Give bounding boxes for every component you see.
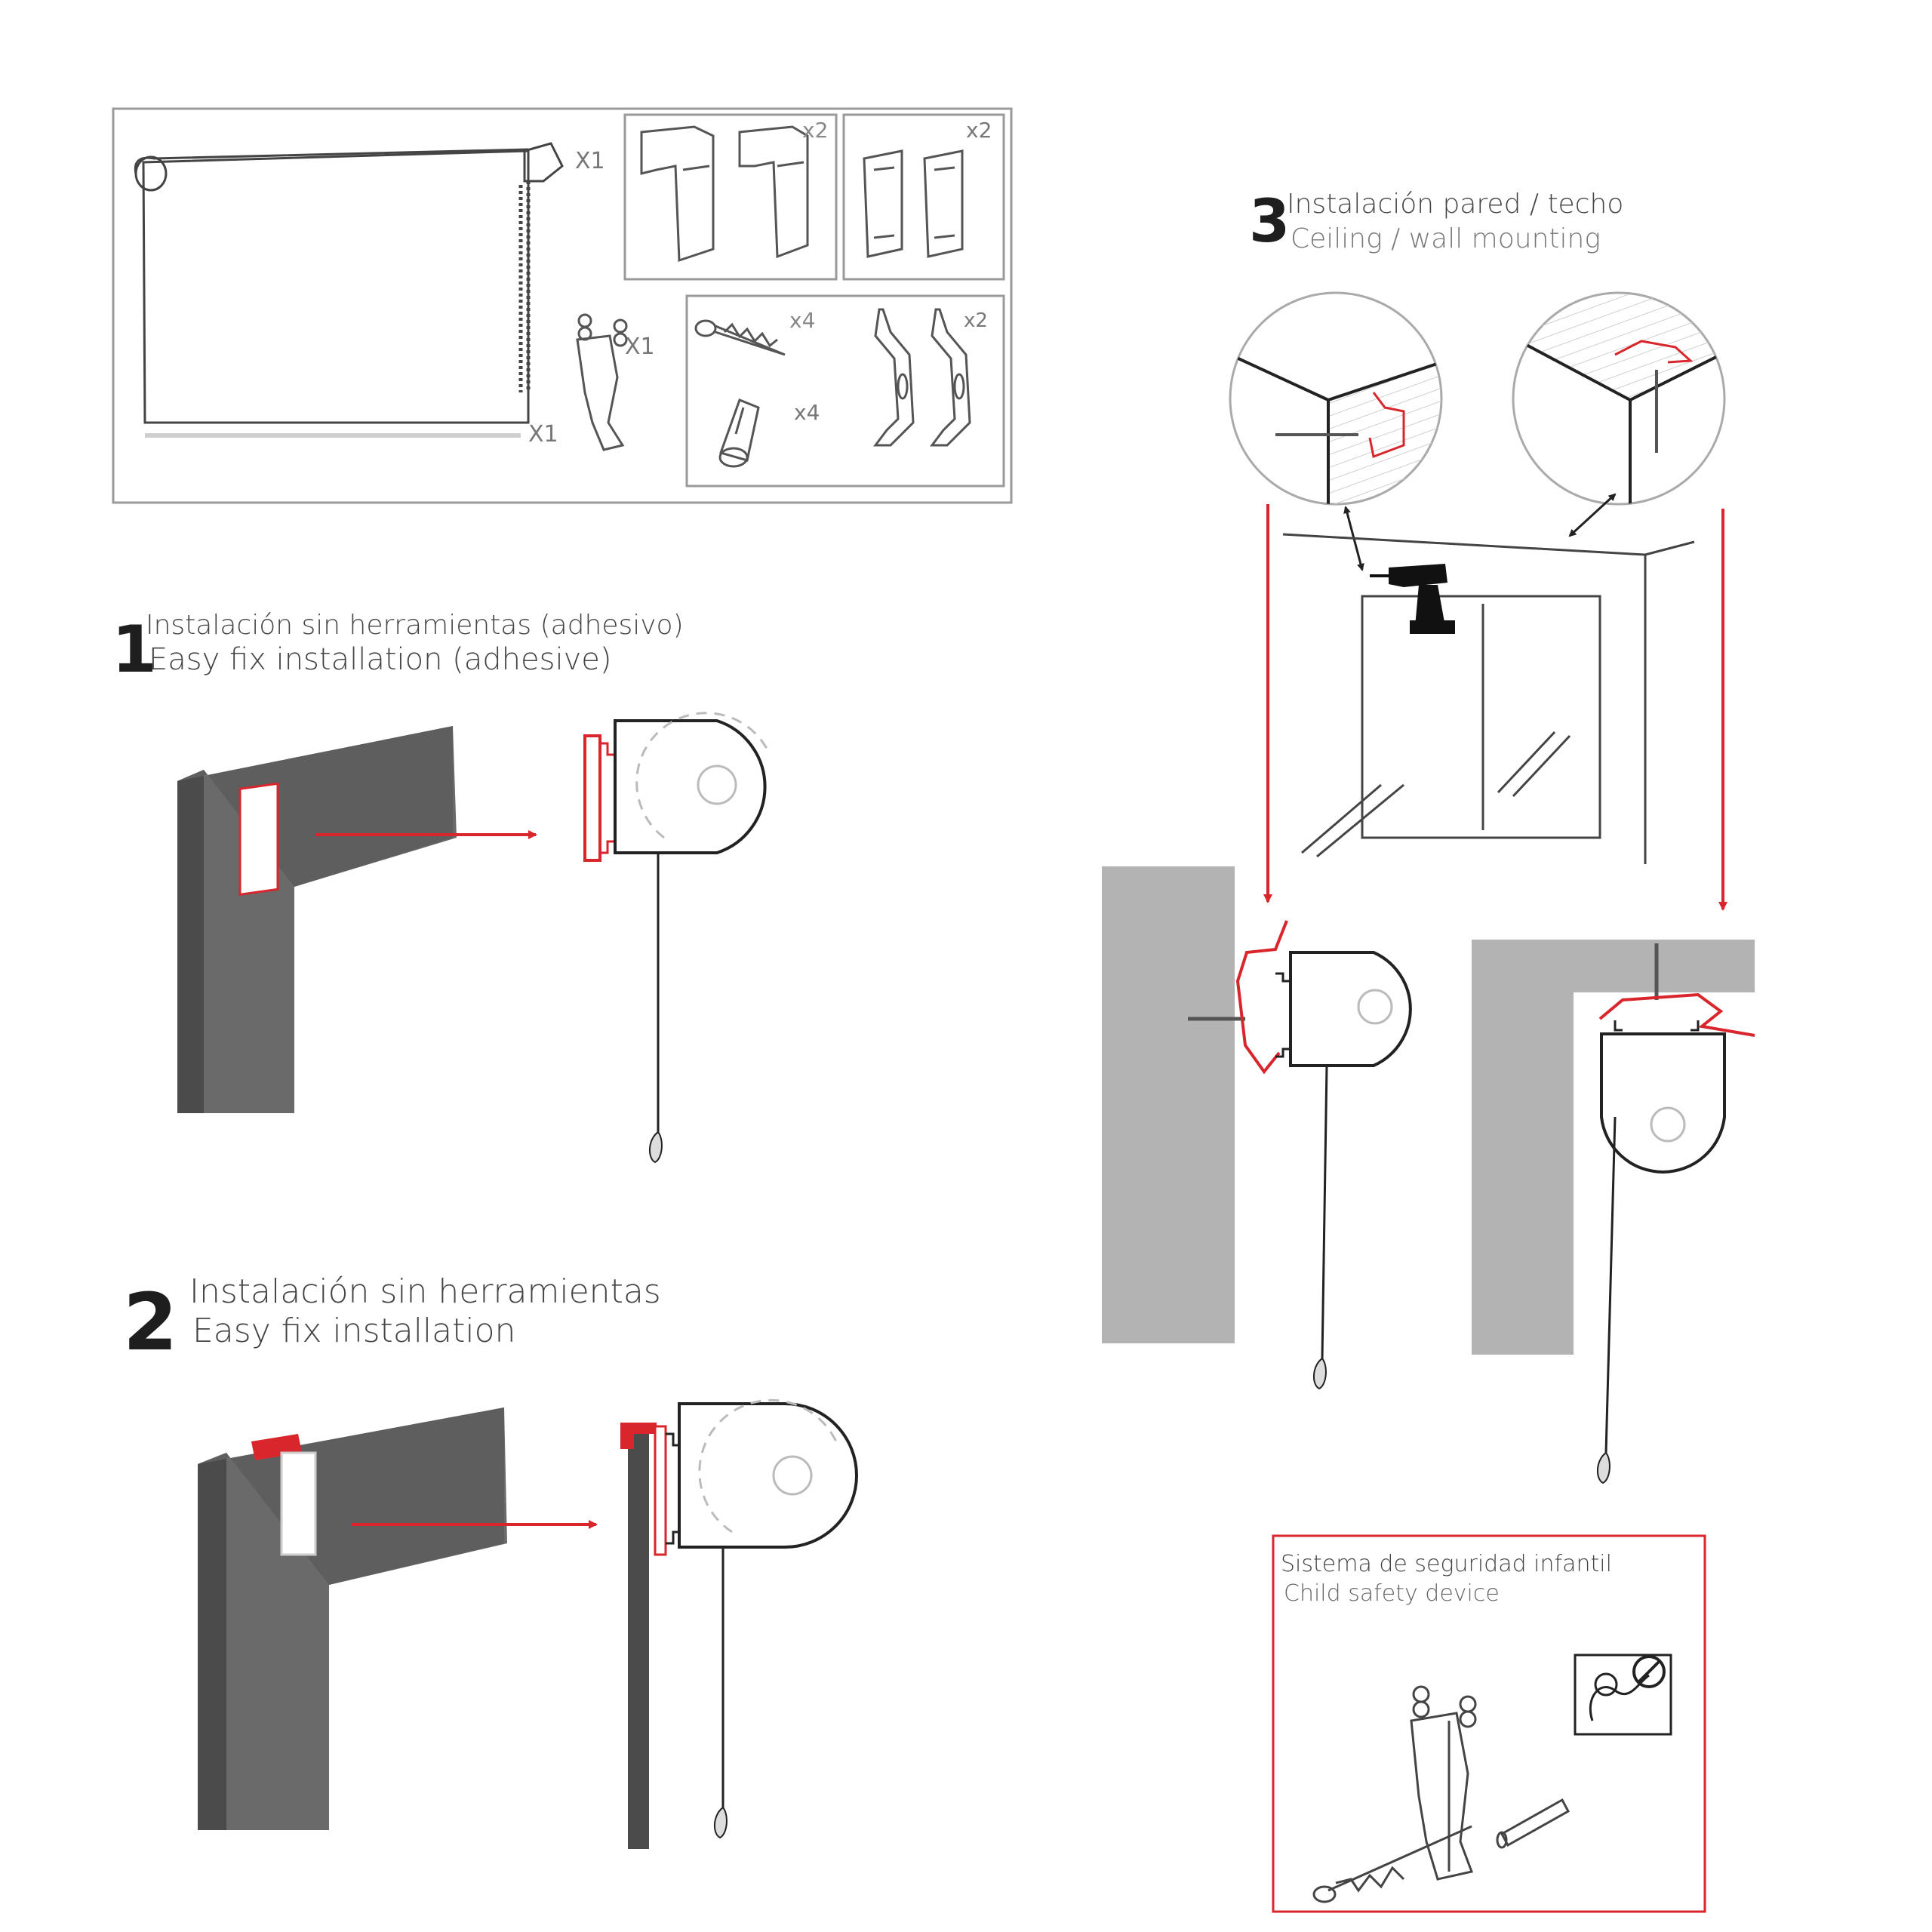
safety-device-large-illustration xyxy=(1312,1685,1571,1903)
metal-bracket-qty-label: x2 xyxy=(964,309,988,332)
step-1-title-es: Instalación sin herramientas (adhesivo) xyxy=(146,610,684,641)
step-1-illustration xyxy=(177,712,771,1164)
step-3-illustration xyxy=(1102,291,1755,1484)
step-2-title-es: Instalación sin herramientas xyxy=(189,1272,661,1311)
safety-title-en: Child safety device xyxy=(1284,1580,1500,1607)
step-2-number: 2 xyxy=(123,1276,178,1368)
child-warning-icon xyxy=(1574,1654,1672,1736)
top-clip-illustration xyxy=(640,125,809,263)
bottom-bar-qty-label: X1 xyxy=(528,421,558,448)
adhesive-bracket-illustration xyxy=(863,149,964,258)
screw-qty-label: x4 xyxy=(789,308,816,333)
step-1-title-en: Easy fix installation (adhesive) xyxy=(149,642,612,677)
step-2-illustration xyxy=(198,1398,858,1849)
screw-illustration xyxy=(694,319,786,356)
plug-illustration xyxy=(718,398,760,468)
top-clip-qty-label: x2 xyxy=(802,118,829,143)
safety-title-es: Sistema de seguridad infantil xyxy=(1281,1551,1612,1577)
safety-box xyxy=(1272,1534,1706,1913)
adhesive-bracket-qty-label: x2 xyxy=(966,118,992,143)
blind-qty-label: X1 xyxy=(575,148,605,174)
parts-box xyxy=(112,107,1013,504)
step-3-title-en: Ceiling / wall mounting xyxy=(1291,223,1601,254)
roller-blind-illustration xyxy=(134,142,564,438)
step-3-number: 3 xyxy=(1249,188,1291,256)
plug-qty-label: x4 xyxy=(794,400,820,425)
step-3-title-es: Instalación pared / techo xyxy=(1287,189,1624,220)
safety-device-illustration xyxy=(576,313,628,451)
safety-device-qty-label: X1 xyxy=(625,334,655,360)
metal-bracket-illustration xyxy=(873,308,971,447)
step-1-number: 1 xyxy=(112,612,157,688)
drill-icon xyxy=(1370,564,1455,634)
step-2-title-en: Easy fix installation xyxy=(192,1312,516,1350)
